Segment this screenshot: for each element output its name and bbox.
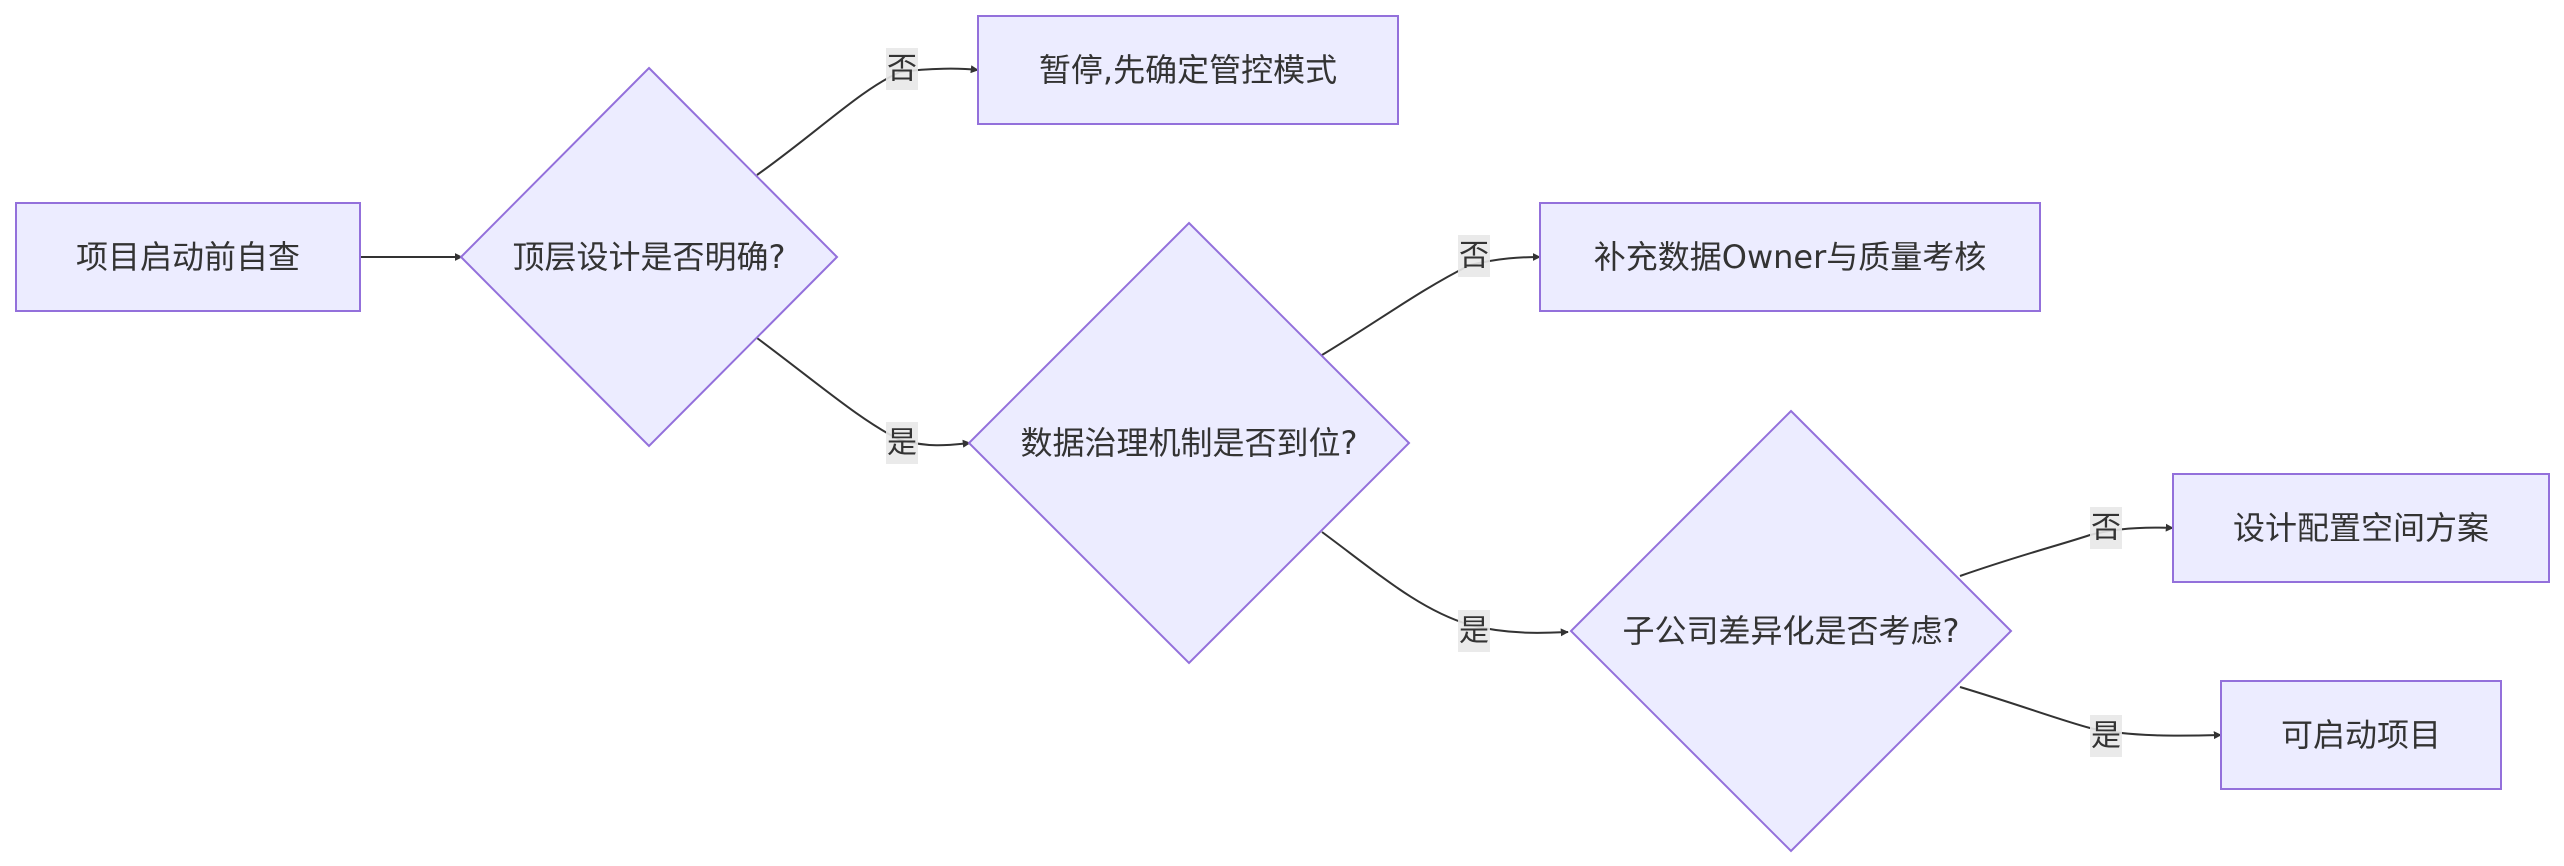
- edge-label-text: 是: [1459, 614, 1489, 649]
- edge-governance-yes: [1321, 531, 1569, 637]
- node-label: 可启动项目: [2281, 716, 2441, 754]
- node-label: 子公司差异化是否考虑?: [1623, 612, 1960, 650]
- node-pause[interactable]: 暂停,先确定管控模式: [977, 15, 1399, 125]
- edge-governance-no: [1321, 253, 1541, 356]
- node-start[interactable]: 项目启动前自查: [15, 202, 361, 312]
- node-add-owner[interactable]: 补充数据Owner与质量考核: [1539, 202, 2041, 312]
- edge-label-sub-no: 否: [2090, 507, 2122, 549]
- node-config-space[interactable]: 设计配置空间方案: [2172, 473, 2550, 583]
- edge-labels: 否 是 否 是 否 是: [886, 48, 2122, 757]
- edge-top-design-yes: [756, 337, 971, 448]
- edge-label-sub-yes: 是: [2090, 715, 2122, 757]
- nodes: 项目启动前自查 顶层设计是否明确? 暂停,先确定管控模式 数据治理机制是否到位?…: [15, 15, 2550, 853]
- edge-label-text: 是: [2091, 719, 2121, 754]
- node-subsidiary-decision[interactable]: 子公司差异化是否考虑?: [1569, 409, 2013, 853]
- edge-label-text: 否: [887, 52, 917, 87]
- edge-top-design-no: [756, 65, 979, 176]
- node-top-design-decision[interactable]: 顶层设计是否明确?: [459, 66, 839, 448]
- node-label: 项目启动前自查: [76, 238, 300, 276]
- node-governance-decision[interactable]: 数据治理机制是否到位?: [967, 221, 1411, 665]
- edge-label-top-no: 否: [886, 48, 918, 90]
- node-label: 暂停,先确定管控模式: [1039, 51, 1337, 89]
- node-label: 补充数据Owner与质量考核: [1594, 238, 1987, 276]
- node-launch[interactable]: 可启动项目: [2220, 680, 2502, 790]
- edge-label-text: 否: [1459, 239, 1489, 274]
- edge-label-text: 否: [2091, 511, 2121, 546]
- node-label: 设计配置空间方案: [2233, 509, 2489, 547]
- node-label: 数据治理机制是否到位?: [1021, 424, 1358, 462]
- edge-label-top-yes: 是: [886, 422, 918, 464]
- edge-label-gov-no: 否: [1458, 235, 1490, 277]
- edge-label-gov-yes: 是: [1458, 610, 1490, 652]
- edge-label-text: 是: [887, 426, 917, 461]
- node-label: 顶层设计是否明确?: [513, 238, 786, 276]
- edge-subsidiary-no: [1959, 523, 2174, 577]
